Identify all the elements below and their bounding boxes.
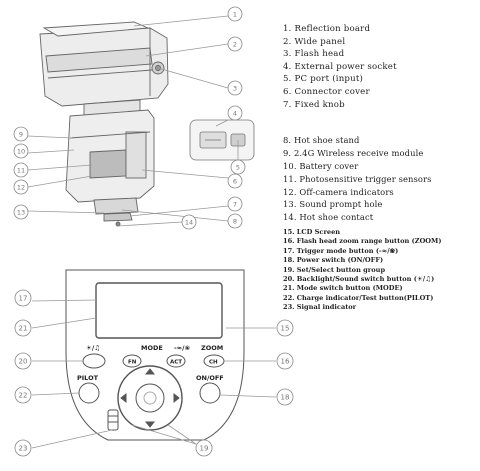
legend-item: 11. Photosensitive trigger sensors [283,173,432,184]
legend-item: 23. Signal indicator [283,303,357,312]
dial-arrow-down-icon [144,421,156,428]
on-off-button[interactable] [199,382,221,404]
legend-item: 17. Trigger mode button (‐≈/❀) [283,246,399,255]
callout-5: 5 [236,164,240,172]
callout-6: 6 [233,178,237,186]
pilot-button[interactable] [78,382,100,404]
callout-10: 10 [17,148,25,156]
button-text-act: ACT [170,360,182,366]
legend-group-2: 8. Hot shoe stand 9. 2.4G Wireless recei… [283,136,432,226]
legend-item: 8. Hot shoe stand [283,135,360,145]
wide-panel [45,47,153,73]
callout-19: 19 [200,445,209,453]
mode-fn-button[interactable] [122,354,142,368]
reflection-board [42,21,149,37]
legend-item: 12. Off-camera indicators [283,186,394,197]
legend-item: 22. Charge indicator/Test button(PILOT) [283,293,434,302]
callout-1: 1 [233,11,237,19]
fixed-knob [103,212,133,222]
legend-item: 7. Fixed knob [283,99,345,110]
dial-arrow-right-icon [173,392,180,404]
callout-9: 9 [19,131,23,139]
connector-inset [189,119,255,161]
panel-label-zoom: ZOOM [201,344,223,352]
panel-label-trigger: ‐≈/❀ [174,344,190,352]
hot-shoe-contact [115,221,121,227]
legend-item: 16. Flash head zoom range button (ZOOM) [283,237,442,246]
legend-item: 4. External power socket [283,61,397,72]
legend-group-3: 15. LCD Screen 16. Flash head zoom range… [283,229,441,314]
panel-label-backlight: ☀/♫ [86,344,100,352]
callout-14: 14 [185,219,193,227]
callout-11: 11 [17,167,25,175]
legend-item: 19. Set/Select button group [283,265,386,274]
photosensitive-sensor [89,149,127,179]
callout-3: 3 [233,85,237,93]
legend-item: 10. Battery cover [283,160,359,171]
legend-item: 15. LCD Screen [283,228,341,236]
legend-item: 2. Wide panel [283,36,346,47]
legend-item: 1. Reflection board [283,24,371,34]
callout-16: 16 [281,358,290,366]
control-panel-illustration [65,269,245,441]
panel-label-pilot: PILOT [77,374,99,382]
callout-22: 22 [19,392,28,400]
mode-act-button[interactable] [166,354,186,368]
legend-item: 6. Connector cover [283,86,370,97]
flash-unit-illustration [39,21,169,227]
legend-item: 14. Hot shoe contact [283,212,374,223]
callout-leaders [27,15,277,449]
panel-label-mode: MODE [141,344,163,352]
set-button[interactable] [135,383,165,413]
legend-item: 18. Power switch (ON/OFF) [283,256,384,265]
callout-17: 17 [19,295,28,303]
legend-item: 3. Flash head [283,49,345,60]
button-text-fn: FN [128,360,137,366]
legend-item: 9. 2.4G Wireless receive module [283,147,424,158]
hot-shoe-stand [93,197,139,215]
callout-20: 20 [19,358,28,366]
legend-group-1: 1. Reflection board 2. Wide panel 3. Fla… [283,25,397,113]
legend-item: 21. Mode switch button (MODE) [283,284,403,293]
callout-circles [13,6,294,457]
callout-7: 7 [233,201,237,209]
legend-item: 20. Backlight/Sound switch button (☀/♫) [283,274,435,283]
callout-8: 8 [233,218,237,226]
callout-23: 23 [19,445,28,453]
callout-12: 12 [17,184,25,192]
callout-4: 4 [233,110,237,118]
dial-arrow-up-icon [144,368,156,375]
callout-2: 2 [233,41,237,49]
legend-item: 13. Sound prompt hole [283,199,383,210]
backlight-sound-button[interactable] [82,353,106,369]
dial-arrow-left-icon [120,392,127,404]
panel-label-onoff: ON/OFF [196,374,224,382]
signal-indicator [107,409,119,431]
lcd-screen [95,282,223,339]
callout-18: 18 [281,394,290,402]
legend-item: 5. PC port (input) [283,74,364,85]
button-text-ch: CH [209,360,218,366]
callout-13: 13 [17,209,25,217]
callout-21: 21 [19,325,28,333]
callout-15: 15 [281,325,290,333]
